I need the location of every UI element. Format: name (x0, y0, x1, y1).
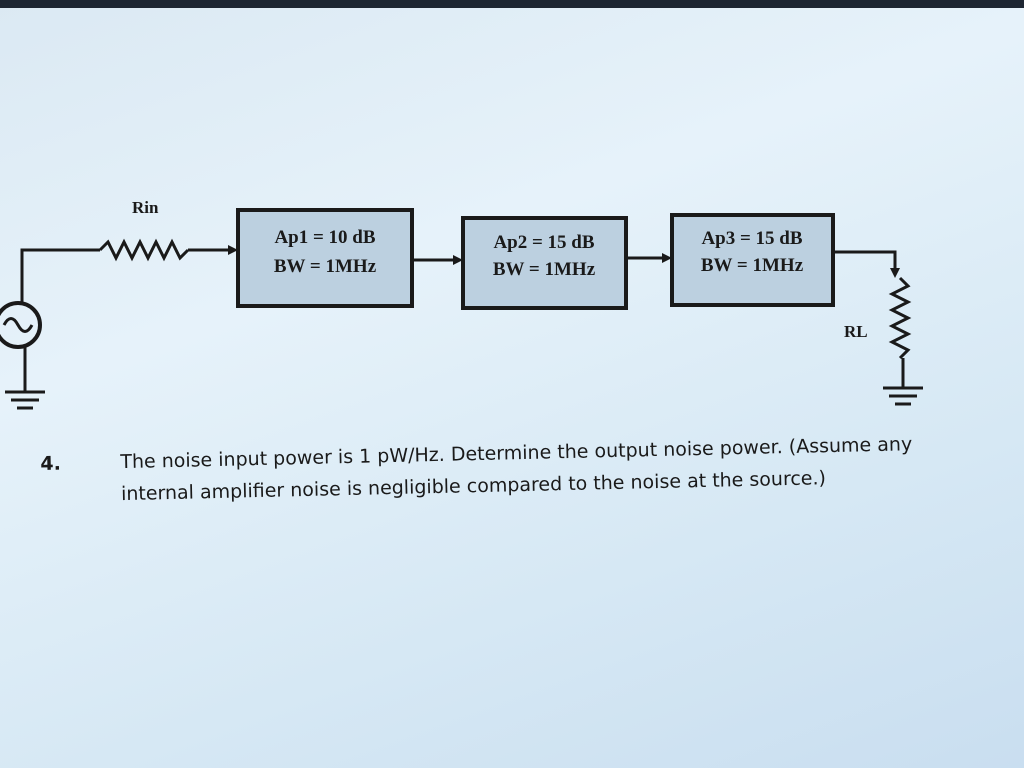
ac-source-icon (0, 301, 42, 349)
arrow-to-load-icon (890, 268, 900, 278)
amplifier-2: Ap2 = 15 dB BW = 1MHz (461, 216, 628, 310)
rin-resistor-icon (98, 238, 190, 262)
cascaded-amplifier-circuit: Rin Ap1 = 10 dB BW = 1MHz Ap2 = 15 dB BW… (0, 198, 923, 410)
arrow-to-amp1-icon (228, 245, 238, 255)
amp3-bw-label: BW = 1MHz (701, 255, 804, 276)
source-ground-icon (5, 347, 45, 410)
rl-resistor-icon (888, 276, 912, 360)
amp3-gain-label: Ap3 = 15 dB (701, 228, 802, 249)
output-wire (833, 250, 897, 270)
rl-label: RL (844, 322, 868, 341)
amp1-gain-label: Ap1 = 10 dB (274, 227, 375, 248)
load-ground-icon (883, 358, 923, 406)
input-wire (20, 248, 100, 303)
amp2-gain-label: Ap2 = 15 dB (493, 232, 594, 253)
amp1-bw-label: BW = 1MHz (274, 256, 377, 277)
arrow-to-amp2-icon (453, 255, 463, 265)
rin-label: Rin (132, 198, 159, 217)
amplifier-1: Ap1 = 10 dB BW = 1MHz (236, 208, 414, 308)
amplifier-3: Ap3 = 15 dB BW = 1MHz (670, 213, 835, 307)
problem-number: 4. (40, 452, 62, 475)
amp2-bw-label: BW = 1MHz (493, 259, 596, 280)
arrow-to-amp3-icon (662, 253, 672, 263)
page-top-edge (0, 0, 1024, 8)
